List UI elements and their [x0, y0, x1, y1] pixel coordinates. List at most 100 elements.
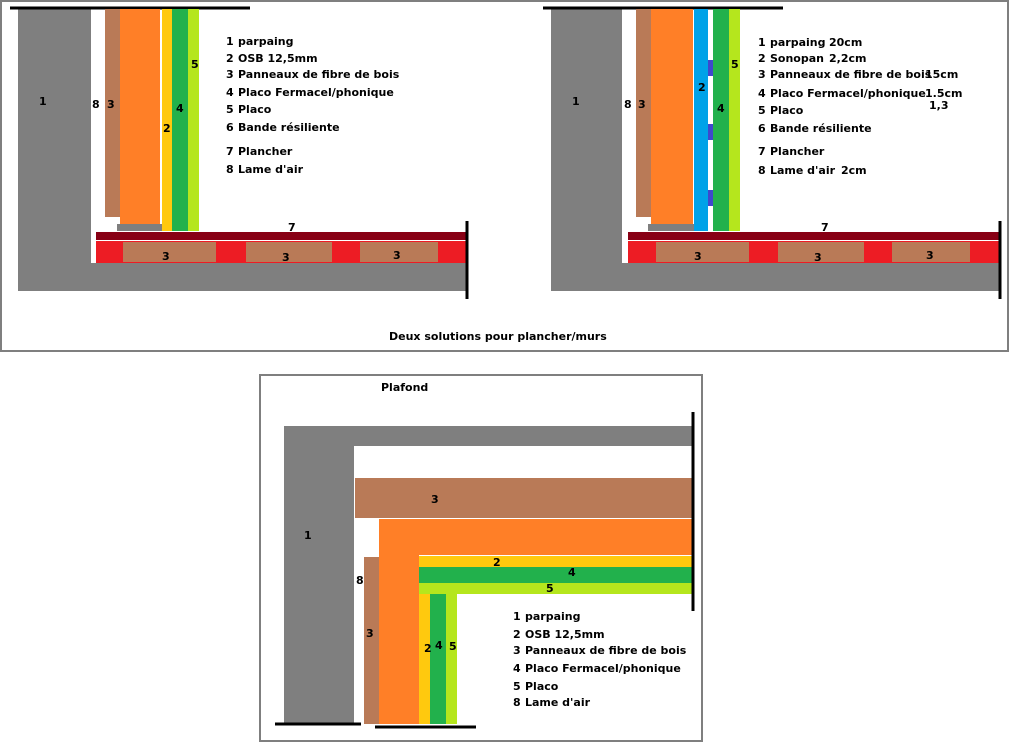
- legend-number: 2: [513, 628, 521, 641]
- legend-text: Placo Fermacel/phonique: [238, 86, 394, 99]
- label-floor-3a: 3: [694, 250, 702, 263]
- fibre-panel: [636, 9, 651, 217]
- legend-number: 8: [758, 164, 766, 177]
- legend-text: Plancher: [770, 145, 825, 158]
- legend-text: Lame d'air: [525, 696, 591, 709]
- fibre-orange-step: [153, 9, 160, 219]
- legend-text: Bande résiliente: [770, 122, 872, 135]
- fibre-orange-lip: [651, 212, 693, 225]
- fibre-panel: [105, 9, 120, 217]
- legend-number: 8: [513, 696, 521, 709]
- floor-fibre-panel-a: [123, 242, 216, 262]
- legend-number: 6: [758, 122, 766, 135]
- label-floor-3b: 3: [282, 251, 290, 264]
- floor-fibre-panel-b: [246, 242, 332, 262]
- osb-ceiling: [419, 556, 692, 567]
- legend-text: OSB 12,5mm: [238, 52, 318, 65]
- label-1: 1: [39, 95, 47, 108]
- fermacel-wall: [430, 594, 446, 724]
- legend-number: 3: [513, 644, 521, 657]
- legend-value: 1,3: [929, 99, 949, 112]
- legend-number: 7: [226, 145, 234, 158]
- fibre-orange-panel: [651, 9, 684, 217]
- label-4: 4: [717, 102, 725, 115]
- placo-layer: [729, 9, 740, 231]
- label-4-ceiling: 4: [568, 566, 576, 579]
- placo-ceiling: [419, 583, 692, 594]
- label-5: 5: [191, 58, 199, 71]
- label-3-ceiling: 3: [431, 493, 439, 506]
- label-2-ceiling: 2: [493, 556, 501, 569]
- label-floor-3b: 3: [814, 251, 822, 264]
- legend-text: Panneaux de fibre de bois: [525, 644, 687, 657]
- legend-text: Placo Fermacel/phonique: [770, 87, 926, 100]
- legend-text: Placo Fermacel/phonique: [525, 662, 681, 675]
- fermacel-layer: [713, 9, 729, 231]
- legend-text: parpaing: [770, 36, 826, 49]
- label-7: 7: [288, 221, 296, 234]
- legend-number: 4: [513, 662, 521, 675]
- sonopan-layer: [694, 9, 708, 231]
- legend-number: 3: [758, 68, 766, 81]
- strip-c: [708, 190, 713, 206]
- label-8: 8: [92, 98, 100, 111]
- legend-text: Lame d'air: [770, 164, 836, 177]
- legend-number: 5: [758, 104, 766, 117]
- legend-number: 1: [513, 610, 521, 623]
- placo-layer: [188, 9, 199, 231]
- legend-value: 20cm: [829, 36, 862, 49]
- fibre-ceiling-panel: [355, 478, 692, 518]
- legend-number: 6: [226, 121, 234, 134]
- legend-text: Placo: [238, 103, 272, 116]
- legend-value: 2cm: [841, 164, 867, 177]
- fibre-orange-ceiling: [379, 519, 692, 555]
- floor-fibre-panel-b: [778, 242, 864, 262]
- legend-value: 15cm: [925, 68, 958, 81]
- ceiling-title: Plafond: [381, 381, 428, 394]
- osb-wall: [419, 594, 430, 724]
- legend-text: Placo: [525, 680, 559, 693]
- sill: [117, 224, 162, 231]
- fibre-wall-panel: [364, 557, 379, 724]
- legend-number: 3: [226, 68, 234, 81]
- legend-text: Lame d'air: [238, 163, 304, 176]
- legend-number: 1: [226, 35, 234, 48]
- legend-number: 1: [758, 36, 766, 49]
- legend-number: 4: [226, 86, 234, 99]
- floor-fibre-panel-c: [360, 242, 438, 262]
- legend-number: 2: [226, 52, 234, 65]
- placo-wall: [446, 594, 457, 724]
- label-floor-3a: 3: [162, 250, 170, 263]
- legend-number: 8: [226, 163, 234, 176]
- label-2-wall: 2: [424, 642, 432, 655]
- label-2: 2: [163, 122, 171, 135]
- fibre-orange-lip: [120, 212, 160, 225]
- label-1: 1: [304, 529, 312, 542]
- legend-text: Panneaux de fibre de bois: [770, 68, 932, 81]
- parpaing-slab: [18, 263, 467, 291]
- top-caption: Deux solutions pour plancher/murs: [389, 330, 607, 343]
- sill: [648, 224, 694, 231]
- label-floor-3c: 3: [393, 249, 401, 262]
- plancher: [628, 232, 1000, 240]
- strip-b: [708, 124, 713, 140]
- legend-text: parpaing: [525, 610, 581, 623]
- legend-number: 2: [758, 52, 766, 65]
- fermacel-ceiling: [419, 567, 692, 583]
- parpaing-wall: [18, 9, 91, 291]
- fibre-orange-panel: [120, 9, 153, 217]
- label-2: 2: [698, 81, 706, 94]
- osb-layer: [162, 9, 172, 231]
- label-8: 8: [356, 574, 364, 587]
- legend-text: Bande résiliente: [238, 121, 340, 134]
- legend-value: 1.5cm: [925, 87, 962, 100]
- label-3-wall: 3: [366, 627, 374, 640]
- parpaing-wall: [284, 426, 354, 724]
- legend-text: Sonopan: [770, 52, 824, 65]
- legend-number: 4: [758, 87, 766, 100]
